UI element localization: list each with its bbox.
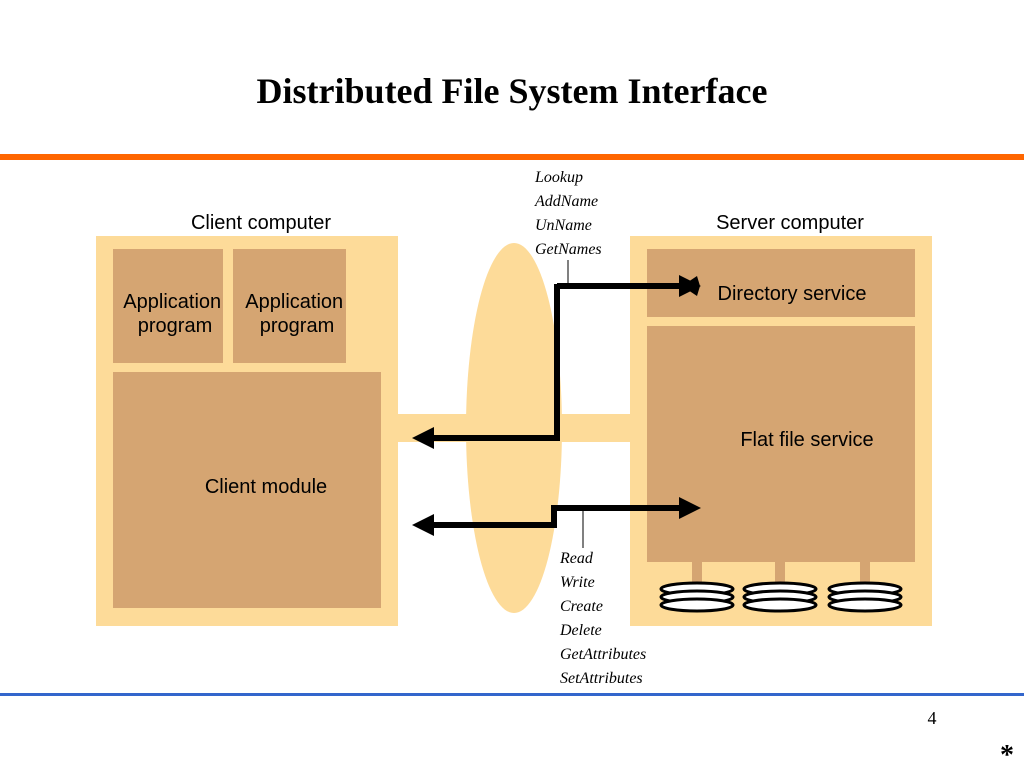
arrowhead-to-directory-head (679, 275, 701, 297)
file-op: Write (560, 574, 595, 591)
server-computer: Server computer Directory service Flat f… (630, 212, 932, 626)
app-label-line: program (260, 315, 334, 337)
directory-service-label: Directory service (718, 283, 867, 305)
file-op: GetAttributes (560, 646, 646, 663)
network-ellipse (466, 243, 562, 613)
file-op: Create (560, 598, 603, 615)
arrowhead-to-flat-file (679, 497, 701, 519)
directory-op: UnName (535, 217, 592, 234)
application-program-box (233, 249, 346, 363)
server-computer-label: Server computer (716, 212, 864, 234)
footer-mark: * (1000, 740, 1014, 771)
top-divider (0, 154, 1024, 160)
file-op: Delete (559, 622, 602, 639)
bottom-divider (0, 693, 1024, 696)
directory-op: GetNames (535, 241, 602, 258)
application-program-box (113, 249, 223, 363)
client-computer-label: Client computer (191, 212, 331, 234)
application-program-label: Application program (245, 291, 348, 337)
app-label-line: Application (123, 291, 221, 313)
directory-op: Lookup (534, 169, 583, 186)
flat-file-arrow (432, 505, 683, 528)
disk-stack-icon (659, 562, 735, 613)
client-computer: Client computer Application program Appl… (96, 212, 398, 626)
client-module-label: Client module (205, 476, 327, 498)
file-op: Read (559, 550, 594, 567)
file-op: SetAttributes (560, 670, 643, 687)
disk-stack-icon (742, 562, 818, 613)
flat-file-service-label: Flat file service (740, 429, 873, 451)
flat-file-service-box (647, 326, 915, 562)
arrowhead-to-client-bottom (412, 514, 434, 536)
directory-operations-list: Lookup AddName UnName GetNames (534, 169, 602, 258)
application-program-label: Application program (123, 291, 226, 337)
file-operations-list: Read Write Create Delete GetAttributes S… (559, 550, 650, 687)
app-label-line: program (138, 315, 212, 337)
app-label-line: Application (245, 291, 343, 313)
directory-arrow (418, 283, 697, 441)
slide-title: Distributed File System Interface (256, 71, 768, 111)
arrowhead-to-client-top (412, 427, 434, 449)
client-module-box (113, 372, 381, 608)
directory-op: AddName (534, 193, 598, 210)
page-number: 4 (927, 708, 937, 728)
disk-stack-icon (827, 562, 903, 613)
